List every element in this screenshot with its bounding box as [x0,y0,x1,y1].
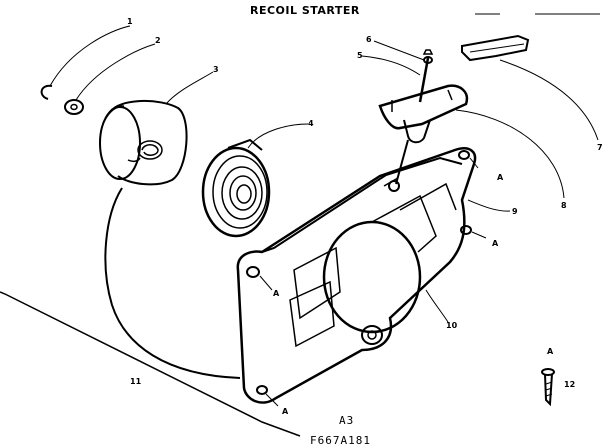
callout-7: 7 [597,143,603,152]
diagram-title: RECOIL STARTER [250,4,360,17]
callout-12: 12 [564,380,575,389]
part-1-clip [40,84,53,100]
part-3-pulley [99,99,188,186]
callout-8: 8 [561,201,567,210]
callout-3: 3 [213,65,219,74]
ref-a-label: A [282,407,289,416]
part-8-starter-handle [378,84,469,185]
part-4-recoil-spring [201,138,271,238]
callout-2: 2 [155,36,161,45]
part-7-handle-insert [461,34,530,62]
callout-4: 4 [308,119,314,128]
part-10-housing [236,147,477,404]
ref-a-label: A [492,239,499,248]
starter-rope [104,187,241,379]
ref-a-label: A [497,173,504,182]
callout-11: 11 [130,377,142,386]
callout-6: 6 [366,35,372,44]
ref-a-label: A [273,289,280,298]
ref-a-label: A [547,347,554,356]
part-2-washer [64,99,84,115]
part-5-rope-end [418,57,430,103]
part-number-id: F667A181 [310,434,371,447]
mount-edge-line [0,291,301,437]
callout-1: 1 [127,17,133,26]
callout-9: 9 [512,207,518,216]
callout-10: 10 [446,321,458,330]
part-12-screw [541,368,555,407]
callout-5: 5 [357,51,363,60]
leader-lines [49,25,599,407]
diagram-code: A3 [339,414,354,427]
